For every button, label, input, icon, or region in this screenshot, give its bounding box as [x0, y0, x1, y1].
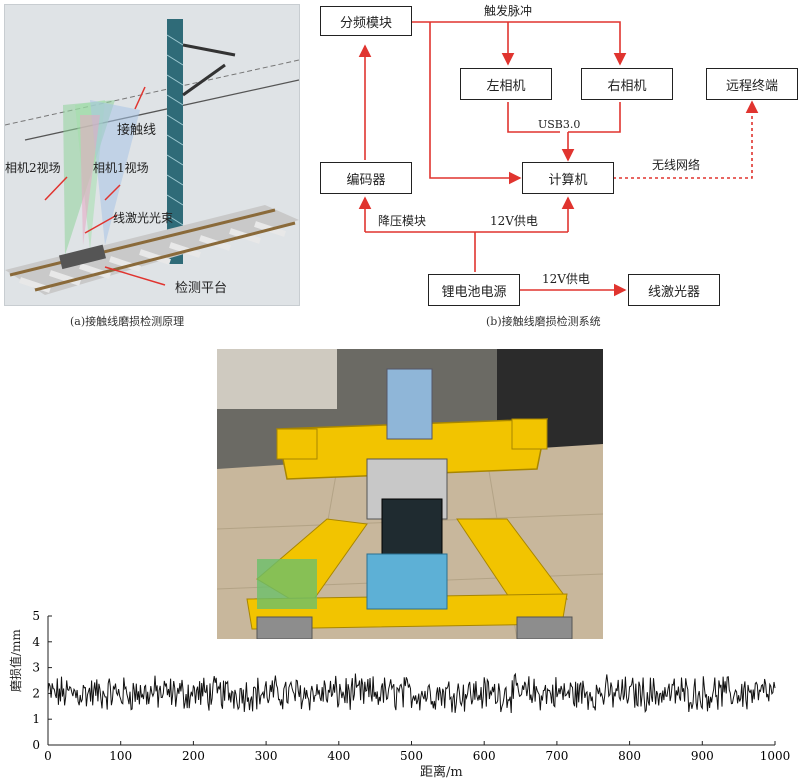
y-tick-label: 1 — [32, 712, 40, 726]
x-tick-label: 100 — [109, 749, 132, 763]
x-tick-label: 700 — [545, 749, 568, 763]
label-camera2-fov: 相机2视场 — [5, 161, 61, 175]
annotation-arrows — [44, 86, 166, 286]
box-divider-module: 分频模块 — [320, 6, 412, 36]
edge-label-12v-a: 12V供电 — [490, 214, 538, 228]
edge-label-step-down: 降压模块 — [378, 214, 427, 228]
y-tick-label: 4 — [32, 635, 40, 649]
x-tick-label: 900 — [691, 749, 714, 763]
x-tick-label: 500 — [400, 749, 423, 763]
panel-a-illustration: 接触线 相机2视场 相机1视场 线激光光束 检测平台 — [4, 4, 300, 306]
x-tick-label: 600 — [473, 749, 496, 763]
edge-label-12v-b: 12V供电 — [542, 272, 590, 286]
box-right-camera: 右相机 — [581, 68, 673, 100]
x-axis-label: 距离/m — [420, 764, 463, 780]
panel-a-drawing — [4, 19, 300, 295]
photo-drawing — [217, 349, 603, 639]
edge-label-usb: USB3.0 — [538, 118, 581, 131]
y-axis-label: 磨损值/mm — [8, 629, 23, 692]
x-tick-label: 0 — [44, 749, 52, 763]
box-encoder: 编码器 — [320, 162, 412, 194]
box-line-laser: 线激光器 — [628, 274, 720, 306]
label-laser-beam: 线激光光束 — [113, 211, 174, 225]
box-remote-terminal: 远程终端 — [706, 68, 798, 100]
label-camera1-fov: 相机1视场 — [93, 161, 149, 175]
inspection-platform-photo — [217, 349, 603, 639]
box-computer: 计算机 — [522, 162, 614, 194]
y-tick-label: 5 — [32, 609, 40, 623]
cantilever-arm — [182, 43, 236, 57]
y-tick-label: 2 — [32, 686, 40, 700]
box-left-camera: 左相机 — [460, 68, 552, 100]
inspection-cart — [58, 244, 107, 270]
y-tick-label: 3 — [32, 661, 40, 675]
x-tick-label: 200 — [182, 749, 205, 763]
panel-b-connectors — [358, 21, 759, 297]
laser-beam-plane — [80, 115, 100, 245]
x-tick-label: 300 — [255, 749, 278, 763]
railway-track — [5, 205, 299, 295]
label-contact-wire: 接触线 — [117, 123, 157, 138]
x-tick-label: 1000 — [760, 749, 791, 763]
label-platform: 检测平台 — [175, 281, 228, 296]
wear-series-line — [47, 672, 776, 714]
box-battery: 锂电池电源 — [428, 274, 520, 306]
y-tick-label: 0 — [32, 738, 40, 752]
caption-panel-a: (a)接触线磨损检测原理 — [70, 315, 185, 328]
caption-panel-b: (b)接触线磨损检测系统 — [486, 315, 601, 328]
x-tick-label: 400 — [327, 749, 350, 763]
x-tick-label: 800 — [618, 749, 641, 763]
camera1-fov-cone — [90, 100, 140, 245]
edge-label-trigger-pulse: 触发脉冲 — [484, 4, 533, 18]
catenary-wire — [4, 59, 300, 126]
edge-label-wireless: 无线网络 — [652, 158, 701, 172]
tower-lattice — [166, 34, 184, 246]
cantilever-brace — [182, 63, 226, 97]
